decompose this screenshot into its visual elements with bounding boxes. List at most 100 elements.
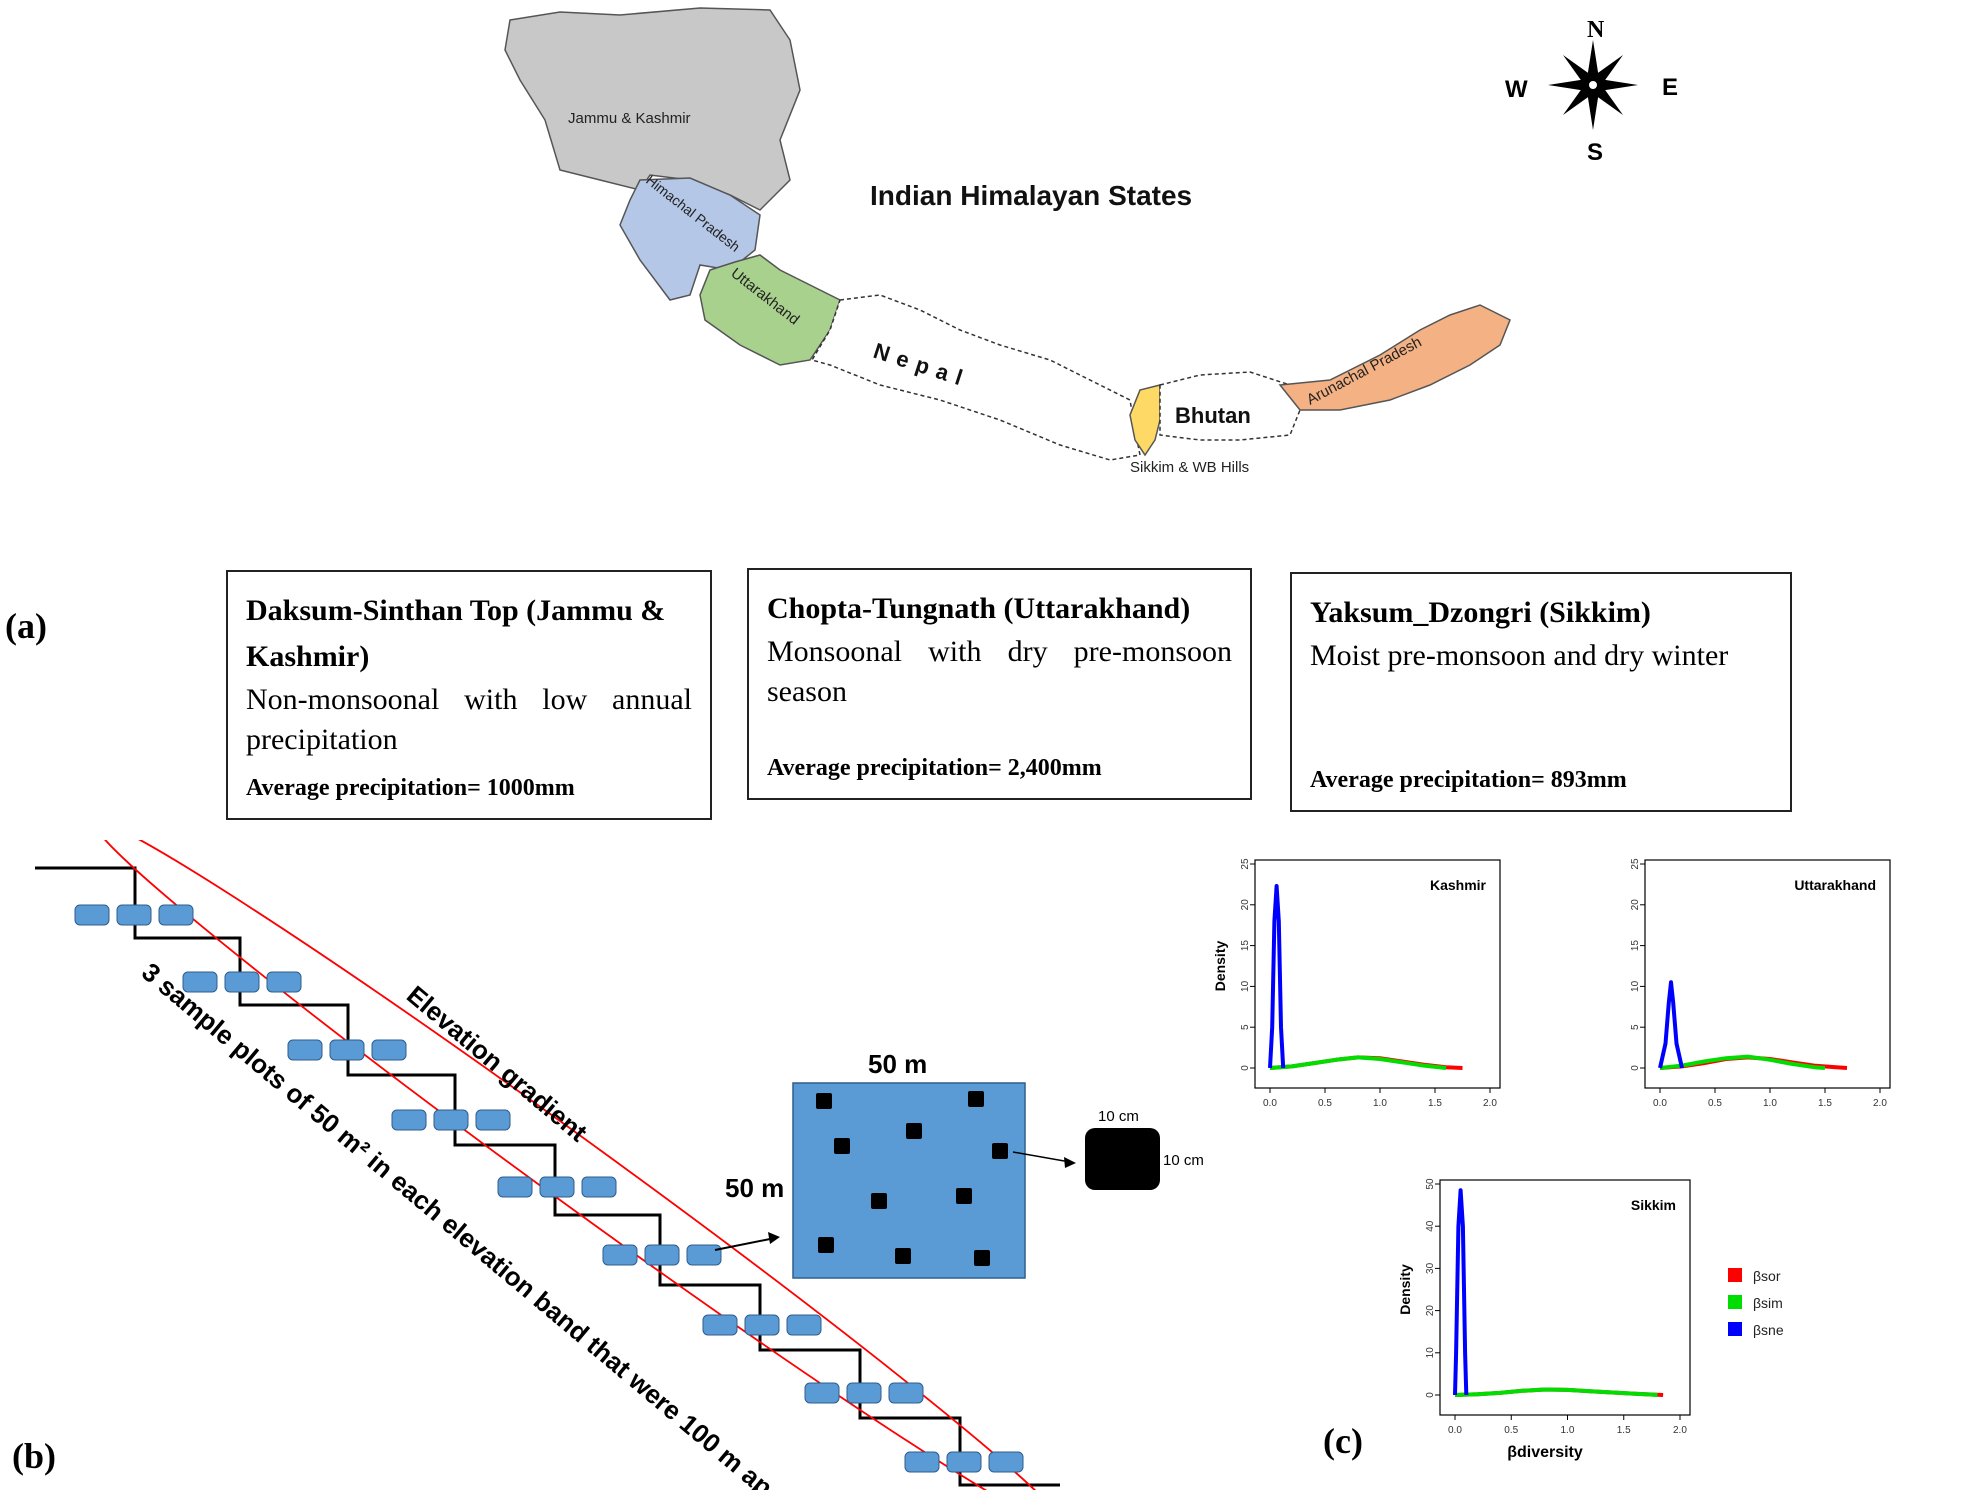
sample-plot [224,971,260,993]
map-title: Indian Himalayan States [870,180,1192,211]
site-description: Non-monsoonal with low annual precipitat… [246,683,692,756]
site-description: Moist pre-monsoon and dry winter [1310,639,1729,672]
x-tick-label: 0.5 [1504,1425,1518,1436]
sample-plot [946,1451,982,1473]
site-description: Monsoonal with dry pre-monsoon season [767,635,1232,708]
quadrat-arrow-head [1064,1157,1076,1168]
sample-plot [539,1176,575,1198]
legend-swatch [1728,1322,1742,1336]
x-tick-label: 0.5 [1708,1098,1722,1109]
density-series-line [1269,1055,1447,1070]
plot-height-label: 50 m [725,1173,784,1203]
sample-plot [602,1244,638,1266]
y-tick-label: 15 [1630,940,1641,952]
y-tick-label: 0 [1630,1065,1641,1071]
sample-plot [433,1109,469,1131]
legend-swatch [1728,1268,1742,1282]
x-tick-label: 0.0 [1448,1425,1462,1436]
y-tick-label: 25 [1240,858,1251,870]
state-himachal-pradesh [619,177,761,301]
quadrat [816,1093,832,1109]
x-axis-label: βdiversity [1507,1444,1583,1461]
y-tick-label: 10 [1630,980,1641,992]
quadrat [974,1250,990,1266]
y-tick-label: 50 [1425,1178,1436,1190]
sample-plot [988,1451,1024,1473]
sample-plot [329,1039,365,1061]
site-box-sikkim: Yaksum_Dzongri (Sikkim) Moist pre-monsoo… [1290,572,1792,812]
sample-plot [644,1244,680,1266]
chart-frame [1439,1179,1691,1416]
compass-s: S [1587,139,1603,166]
state-jammu-kashmir [504,7,801,211]
sample-plot [391,1109,427,1131]
quadrat-arrow [1012,1151,1071,1163]
chart-frame [1254,859,1501,1089]
compass-rose-icon [1548,40,1638,130]
y-tick-label: 0 [1425,1392,1436,1398]
sample-plot [904,1451,940,1473]
quadrat [895,1248,911,1264]
y-tick-label: 5 [1630,1024,1641,1030]
compass-n: N [1587,17,1605,43]
x-tick-label: 0.0 [1653,1098,1667,1109]
y-tick-label: 20 [1240,899,1251,911]
site-box-kashmir: Daksum-Sinthan Top (Jammu & Kashmir) Non… [226,570,712,820]
x-tick-label: 0.5 [1318,1098,1332,1109]
sample-plot [116,904,152,926]
quadrats-group [816,1091,1008,1266]
quadrat-height-label: 10 cm [1163,1152,1204,1169]
label-jammu-kashmir: Jammu & Kashmir [568,110,691,127]
legend-label: βsor [1753,1268,1781,1284]
x-tick-label: 2.0 [1673,1425,1687,1436]
y-tick-label: 30 [1425,1262,1436,1274]
y-tick-label: 20 [1630,899,1641,911]
sample-plot [371,1039,407,1061]
sample-plot [581,1176,617,1198]
sample-plot [182,971,218,993]
himalaya-map: Jammu & Kashmir Himachal Pradesh Uttarak… [504,7,1678,476]
country-nepal-outline [810,294,1141,461]
sample-plot [744,1314,780,1336]
site-name: Chopta-Tungnath (Uttarakhand) [767,592,1191,625]
x-tick-label: 2.0 [1483,1098,1497,1109]
density-series-line [1454,1387,1658,1397]
y-tick-label: 20 [1425,1305,1436,1317]
x-tick-label: 1.5 [1818,1098,1832,1109]
state-arunachal-pradesh [1278,304,1511,411]
legend-label: βsne [1753,1322,1784,1338]
sample-plot [846,1382,882,1404]
country-bhutan-outline [1159,371,1301,441]
sample-plot [158,904,194,926]
density-series-line [1659,1054,1826,1070]
x-tick-label: 1.0 [1763,1098,1777,1109]
plot-width-label: 50 m [868,1049,927,1079]
site-average-precipitation: Average precipitation= 1000mm [246,775,575,801]
quadrat-width-label: 10 cm [1098,1108,1139,1125]
site-name: Daksum-Sinthan Top (Jammu & Kashmir) [246,594,666,673]
sample-plot [786,1314,822,1336]
chart-legend: βsor βsim βsne [1728,1268,1784,1338]
y-tick-label: 10 [1240,980,1251,992]
sample-plot [497,1176,533,1198]
x-tick-label: 0.0 [1263,1098,1277,1109]
sample-plot [888,1382,924,1404]
x-tick-label: 1.0 [1373,1098,1387,1109]
x-tick-label: 1.5 [1428,1098,1442,1109]
sample-plot [804,1382,840,1404]
site-box-uttarakhand: Chopta-Tungnath (Uttarakhand) Monsoonal … [747,568,1252,800]
y-axis-label: Density [1212,941,1228,992]
quadrat [992,1143,1008,1159]
y-tick-label: 40 [1425,1220,1436,1232]
legend-label: βsim [1753,1295,1783,1311]
y-axis-label: Density [1397,1264,1413,1315]
quadrat [871,1193,887,1209]
elevation-gradient-outline [93,840,1067,1490]
compass-w: W [1505,76,1528,103]
quadrat [906,1123,922,1139]
chart-title: Kashmir [1430,877,1487,893]
sample-plot [702,1314,738,1336]
